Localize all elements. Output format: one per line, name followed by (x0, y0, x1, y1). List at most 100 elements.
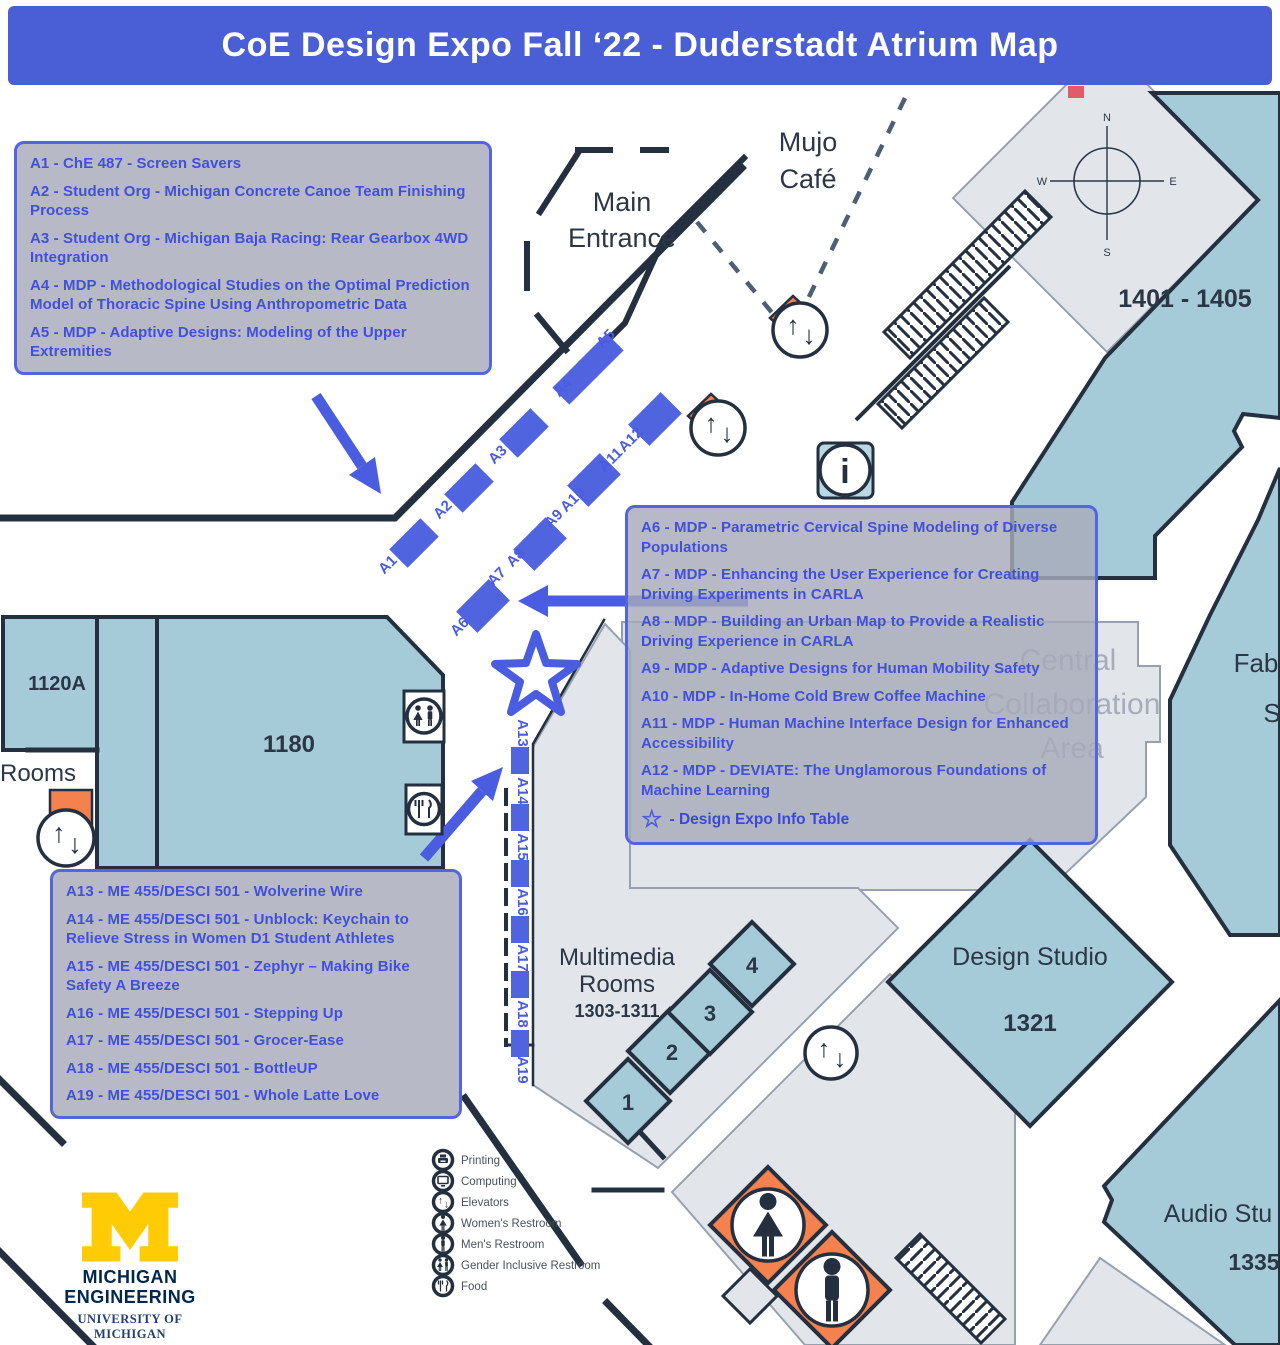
svg-text:E: E (1169, 176, 1176, 188)
computer-icon (431, 1169, 455, 1193)
info-table-star-icon (491, 630, 581, 716)
compass-rose-icon: N S W E (1037, 112, 1177, 259)
stairs-south (893, 1231, 1008, 1345)
svg-text:A19: A19 (514, 1056, 531, 1084)
gender-inclusive-restroom-icon (431, 1253, 455, 1277)
logo-line-engineering: ENGINEERING (64, 1286, 196, 1307)
page-title: CoE Design Expo Fall ‘22 - Duderstadt At… (221, 26, 1059, 64)
exhibit-item: A2 - Student Org - Michigan Concrete Can… (30, 182, 466, 220)
svg-text:N: N (1103, 112, 1111, 124)
elevator-icon: ↑ ↓ (431, 1190, 455, 1214)
svg-text:↓: ↓ (834, 1045, 847, 1073)
svg-text:2: 2 (666, 1040, 678, 1065)
exhibit-list-a6-a12: A6 - MDP - Parametric Cervical Spine Mod… (625, 505, 1098, 845)
cut-shape (1068, 86, 1084, 98)
svg-text:S: S (1263, 698, 1280, 728)
svg-text:S: S (1103, 247, 1110, 259)
svg-text:↓: ↓ (68, 829, 82, 859)
exhibit-item: A9 - MDP - Adaptive Designs for Human Mo… (641, 660, 1040, 677)
svg-text:Food: Food (461, 1281, 487, 1293)
main-entrance-label: Main (593, 187, 652, 217)
svg-text:Elevators: Elevators (461, 1197, 509, 1209)
multimedia-rooms-label: Multimedia (559, 944, 676, 971)
audio-studio-label: Audio Stu (1164, 1200, 1272, 1228)
block-m-icon (82, 1192, 178, 1262)
design-studio-label: Design Studio (952, 943, 1108, 971)
exhibit-item: A1 - ChE 487 - Screen Savers (30, 155, 242, 172)
walls (0, 147, 749, 1345)
svg-text:A15: A15 (514, 833, 531, 861)
svg-text:A14: A14 (514, 777, 531, 805)
svg-text:A18: A18 (514, 1000, 531, 1028)
exhibit-item: A19 - ME 455/DESCI 501 - Whole Latte Lov… (66, 1087, 380, 1104)
svg-text:A17: A17 (514, 944, 531, 972)
svg-text:↑: ↑ (818, 1035, 831, 1063)
food-icon (431, 1274, 455, 1298)
svg-text:Men's Restroom: Men's Restroom (461, 1239, 544, 1251)
svg-text:Gender Inclusive Restroom: Gender Inclusive Restroom (461, 1260, 600, 1272)
star-icon: ☆ (641, 806, 663, 833)
exhibit-item: A6 - MDP - Parametric Cervical Spine Mod… (641, 519, 1058, 556)
map-key: Printing Computing ↑ ↓ Elevators Women's… (431, 1148, 600, 1298)
exhibit-item: A13 - ME 455/DESCI 501 - Wolverine Wire (66, 883, 363, 900)
room-1180-label: 1180 (263, 731, 315, 758)
exhibit-item: A8 - MDP - Building an Urban Map to Prov… (641, 613, 1045, 650)
svg-text:A16: A16 (514, 888, 531, 916)
exhibit-item: A15 - ME 455/DESCI 501 - Zephyr – Making… (66, 957, 410, 995)
exhibit-item: A16 - ME 455/DESCI 501 - Stepping Up (66, 1004, 343, 1022)
svg-text:Women's Restroom: Women's Restroom (461, 1218, 561, 1230)
svg-text:Computing: Computing (461, 1176, 517, 1188)
svg-text:↓: ↓ (444, 1200, 449, 1211)
exhibit-list-a13-a19: A13 - ME 455/DESCI 501 - Wolverine Wire … (50, 869, 462, 1119)
small-floor-diamond (720, 1266, 780, 1326)
room-1401-1405-shape (1010, 91, 1280, 580)
multimedia-room-diamonds (583, 919, 797, 1146)
room-mid-shape (95, 615, 159, 870)
mens-restroom-icon (794, 1252, 870, 1328)
information-icon: i (816, 441, 875, 500)
svg-text:3: 3 (704, 1001, 716, 1026)
svg-text:i: i (840, 453, 849, 491)
exhibit-item: A4 - MDP - Methodological Studies on the… (30, 276, 470, 314)
exhibit-item: A12 - MDP - DEVIATE: The Unglamorous Fou… (641, 762, 1047, 799)
svg-text:A13: A13 (514, 719, 531, 747)
elevator-icon: ↑ ↓ (689, 399, 747, 457)
svg-text:W: W (1037, 176, 1048, 188)
fabrication-studio-shape (1168, 467, 1280, 937)
svg-text:↑: ↑ (438, 1196, 443, 1207)
svg-text:1335: 1335 (1228, 1249, 1279, 1275)
svg-text:↑: ↑ (52, 818, 66, 848)
svg-text:Café: Café (779, 164, 836, 194)
exhibit-item: A17 - ME 455/DESCI 501 - Grocer-Ease (66, 1032, 344, 1049)
svg-text:Entrance: Entrance (568, 223, 676, 253)
exhibit-item: A18 - ME 455/DESCI 501 - BottleUP (66, 1059, 318, 1077)
design-studio-shape (885, 837, 1175, 1129)
womens-restroom-icon (730, 1187, 806, 1263)
elevator-icon: ↑ ↓ (36, 808, 96, 868)
multimedia-area (532, 622, 900, 1170)
svg-text:↑: ↑ (705, 408, 718, 438)
booth-column-a13-a19: A13 A14 A15 A16 A17 A18 A19 (511, 719, 531, 1084)
exhibit-item: A3 - Student Org - Michigan Baja Racing:… (30, 229, 469, 267)
exhibit-item: A10 - MDP - In-Home Cold Brew Coffee Mac… (641, 687, 986, 705)
svg-text:↓: ↓ (803, 320, 816, 350)
gender-inclusive-restroom-icon (402, 689, 446, 744)
room-1120a-label: 1120A (28, 673, 86, 695)
exhibit-item: A7 - MDP - Enhancing the User Experience… (641, 566, 1040, 603)
fabrication-studio-label: Fab (1234, 648, 1279, 678)
mujo-cafe-label: Mujo (779, 127, 838, 157)
svg-text:↓: ↓ (721, 418, 734, 448)
mens-restroom-icon (431, 1232, 455, 1256)
stairs-northeast (854, 188, 1054, 431)
logo-line-university: UNIVERSITY OF MICHIGAN (77, 1311, 183, 1341)
elevator-icon: ↑ ↓ (771, 301, 829, 359)
exhibit-list-a1-a5: A1 - ChE 487 - Screen Savers A2 - Studen… (14, 141, 492, 375)
svg-text:↑: ↑ (787, 310, 800, 340)
audio-studio-shape (1101, 997, 1280, 1345)
printer-icon (431, 1148, 455, 1172)
header-banner: CoE Design Expo Fall ‘22 - Duderstadt At… (8, 6, 1272, 85)
southeast-floor-wedge (1038, 1256, 1227, 1345)
michigan-engineering-logo: MICHIGAN ENGINEERING UNIVERSITY OF MICHI… (40, 1192, 220, 1342)
